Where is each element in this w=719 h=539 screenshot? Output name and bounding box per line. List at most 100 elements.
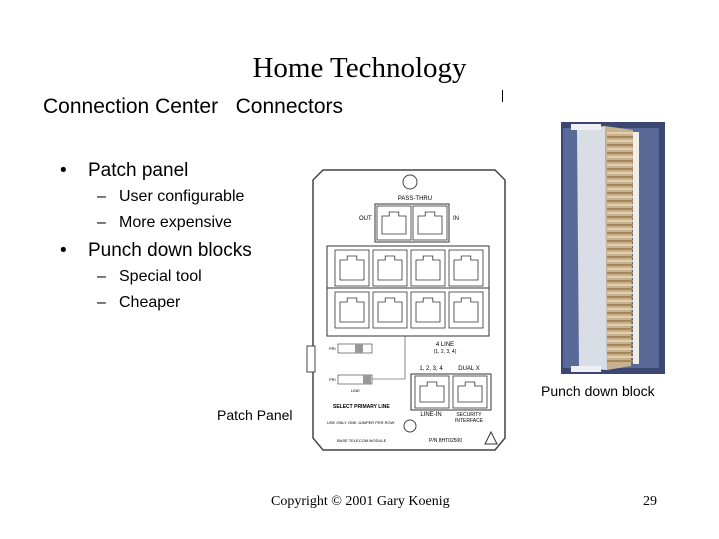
- punch-clip: [607, 176, 633, 178]
- punch-clip: [607, 292, 633, 294]
- bullet-dot: •: [60, 240, 67, 261]
- punch-clip: [607, 260, 633, 262]
- punch-clip: [607, 236, 633, 238]
- punch-clip: [607, 140, 633, 142]
- punch-clip: [607, 156, 633, 158]
- punch-clip: [607, 164, 633, 166]
- punch-clip: [607, 360, 633, 362]
- dual-x-label: DUAL X: [458, 366, 479, 372]
- bullet-item: • Patch panel: [60, 160, 252, 188]
- punch-clip: [607, 240, 633, 242]
- rj-jack-icon: [448, 291, 484, 329]
- punch-clip: [607, 148, 633, 150]
- sub-bullet-dash: –: [97, 268, 106, 285]
- punch-clip: [607, 220, 633, 222]
- slide-subtitle: Connection Center Connectors: [43, 95, 343, 118]
- punch-clip: [607, 304, 633, 306]
- punch-clip: [607, 296, 633, 298]
- sub-bullet-item: – Cheaper: [60, 294, 252, 320]
- punch-clip: [607, 316, 633, 318]
- punch-clip: [607, 256, 633, 258]
- sub-bullet-item: – User configurable: [60, 188, 252, 214]
- punch-down-block-photo: [561, 122, 665, 374]
- select-primary-line-label: SELECT PRIMARY LINE: [333, 404, 390, 410]
- rj-jack-icon: [410, 291, 446, 329]
- punch-clip: [607, 180, 633, 182]
- punch-clip: [607, 340, 633, 342]
- punch-clip: [607, 204, 633, 206]
- rj-jack-icon: [452, 375, 488, 409]
- punch-clip: [607, 216, 633, 218]
- jumper-row1-label: PRI: [329, 346, 336, 351]
- sub-bullet-item: – More expensive: [60, 214, 252, 240]
- rj-jack-icon: [334, 249, 370, 287]
- punch-clip: [607, 280, 633, 282]
- out-label: OUT: [359, 216, 372, 222]
- punch-clip: [607, 244, 633, 246]
- rj-jack-icon: [376, 205, 412, 241]
- bullet-item: • Punch down blocks: [60, 240, 252, 268]
- punch-clip: [607, 152, 633, 154]
- punch-clip: [607, 248, 633, 250]
- punch-clip: [607, 268, 633, 270]
- bullet-text: Patch panel: [88, 160, 189, 181]
- punch-clip: [607, 132, 633, 134]
- punch-clip: [607, 200, 633, 202]
- punch-clip: [607, 228, 633, 230]
- punch-clip: [607, 288, 633, 290]
- punch-clip: [607, 356, 633, 358]
- pass-thru-label: PASS-THRU: [398, 196, 432, 202]
- rj-jack-icon: [412, 205, 448, 241]
- punch-clip: [607, 328, 633, 330]
- line-in-label: LINE-IN: [420, 412, 441, 418]
- copyright-footer: Copyright © 2001 Gary Koenig: [271, 494, 450, 509]
- sub-bullet-text: More expensive: [119, 214, 232, 231]
- patch-panel-diagram: PASS-THRU OUT IN 4 LINE (1, 2, 3, 4) PRI…: [306, 169, 506, 451]
- punch-clip: [607, 276, 633, 278]
- punch-clip: [607, 232, 633, 234]
- punch-clip: [607, 160, 633, 162]
- punch-clip: [607, 252, 633, 254]
- punch-clip: [607, 308, 633, 310]
- rj-jack-icon: [372, 249, 408, 287]
- line-1234-label: 1, 2, 3, 4: [419, 366, 443, 372]
- punch-clip: [607, 224, 633, 226]
- punch-clip: [607, 272, 633, 274]
- punch-clip: [607, 184, 633, 186]
- punch-clip: [607, 352, 633, 354]
- punch-clip: [607, 188, 633, 190]
- part-number: P/N 8HT02500: [429, 438, 462, 444]
- warning-icon: [484, 430, 498, 445]
- module-label: BASE TELECOM MODULE: [337, 438, 387, 443]
- punch-clip: [607, 348, 633, 350]
- punch-clip: [607, 136, 633, 138]
- punch-clip: [607, 320, 633, 322]
- security-label: SECURITY: [456, 412, 482, 418]
- rj-jack-icon: [334, 291, 370, 329]
- stray-tick-mark: [502, 90, 503, 102]
- sub-bullet-text: User configurable: [119, 188, 245, 205]
- punch-clip: [607, 344, 633, 346]
- punch-down-block-caption: Punch down block: [541, 383, 655, 399]
- punch-clip: [607, 168, 633, 170]
- slide-title: Home Technology: [252, 52, 467, 84]
- sub-bullet-dash: –: [97, 294, 106, 311]
- page-number: 29: [643, 494, 657, 509]
- four-line-label: 4 LINE: [436, 342, 454, 348]
- bullet-dot: •: [60, 160, 67, 181]
- sub-bullet-item: – Special tool: [60, 268, 252, 294]
- punch-clip: [607, 196, 633, 198]
- punch-clip: [607, 324, 633, 326]
- in-label: IN: [453, 216, 459, 222]
- bullet-text: Punch down blocks: [88, 240, 252, 261]
- punch-clip: [607, 208, 633, 210]
- patch-panel-caption: Patch Panel: [217, 407, 293, 423]
- rj-jack-icon: [410, 249, 446, 287]
- jumper-note: USE ONLY ONE JUMPER PER ROW: [327, 420, 395, 425]
- punch-clip: [607, 336, 633, 338]
- rj-jack-icon: [414, 375, 450, 409]
- punch-clip: [607, 300, 633, 302]
- sub-bullet-text: Cheaper: [119, 294, 181, 311]
- jumper-row2-label: PRI: [329, 377, 336, 382]
- punch-clip: [607, 312, 633, 314]
